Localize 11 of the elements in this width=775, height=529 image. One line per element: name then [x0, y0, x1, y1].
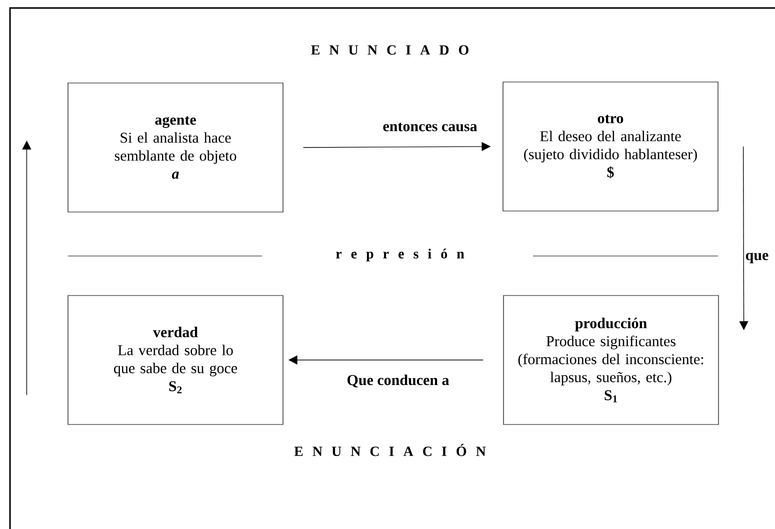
- text-box: agente Si el analista hace semblante de objeto a: [68, 82, 284, 212]
- divider-label: r e p r e s i ó n: [336, 248, 464, 262]
- edge-label: entonces causa: [382, 122, 478, 132]
- arrow: [22, 140, 32, 396]
- text-box: producción Produce significantes (formaciones del inconsciente: lapsus, sueños, etc.) S$_{1}$: [503, 295, 719, 425]
- section-heading: E N U N C I A D O: [311, 45, 468, 55]
- edge-label: Que conducen a: [346, 374, 450, 388]
- edge-label: que: [744, 252, 770, 264]
- text-box: verdad La verdad sobre lo que sabe de su goce S$_{2}$: [68, 295, 284, 425]
- text-box: otro El deseo del analizante (sujeto dividido hablanteser) $: [502, 82, 718, 212]
- section-heading: E N U N C I A C I Ó N: [294, 444, 486, 456]
